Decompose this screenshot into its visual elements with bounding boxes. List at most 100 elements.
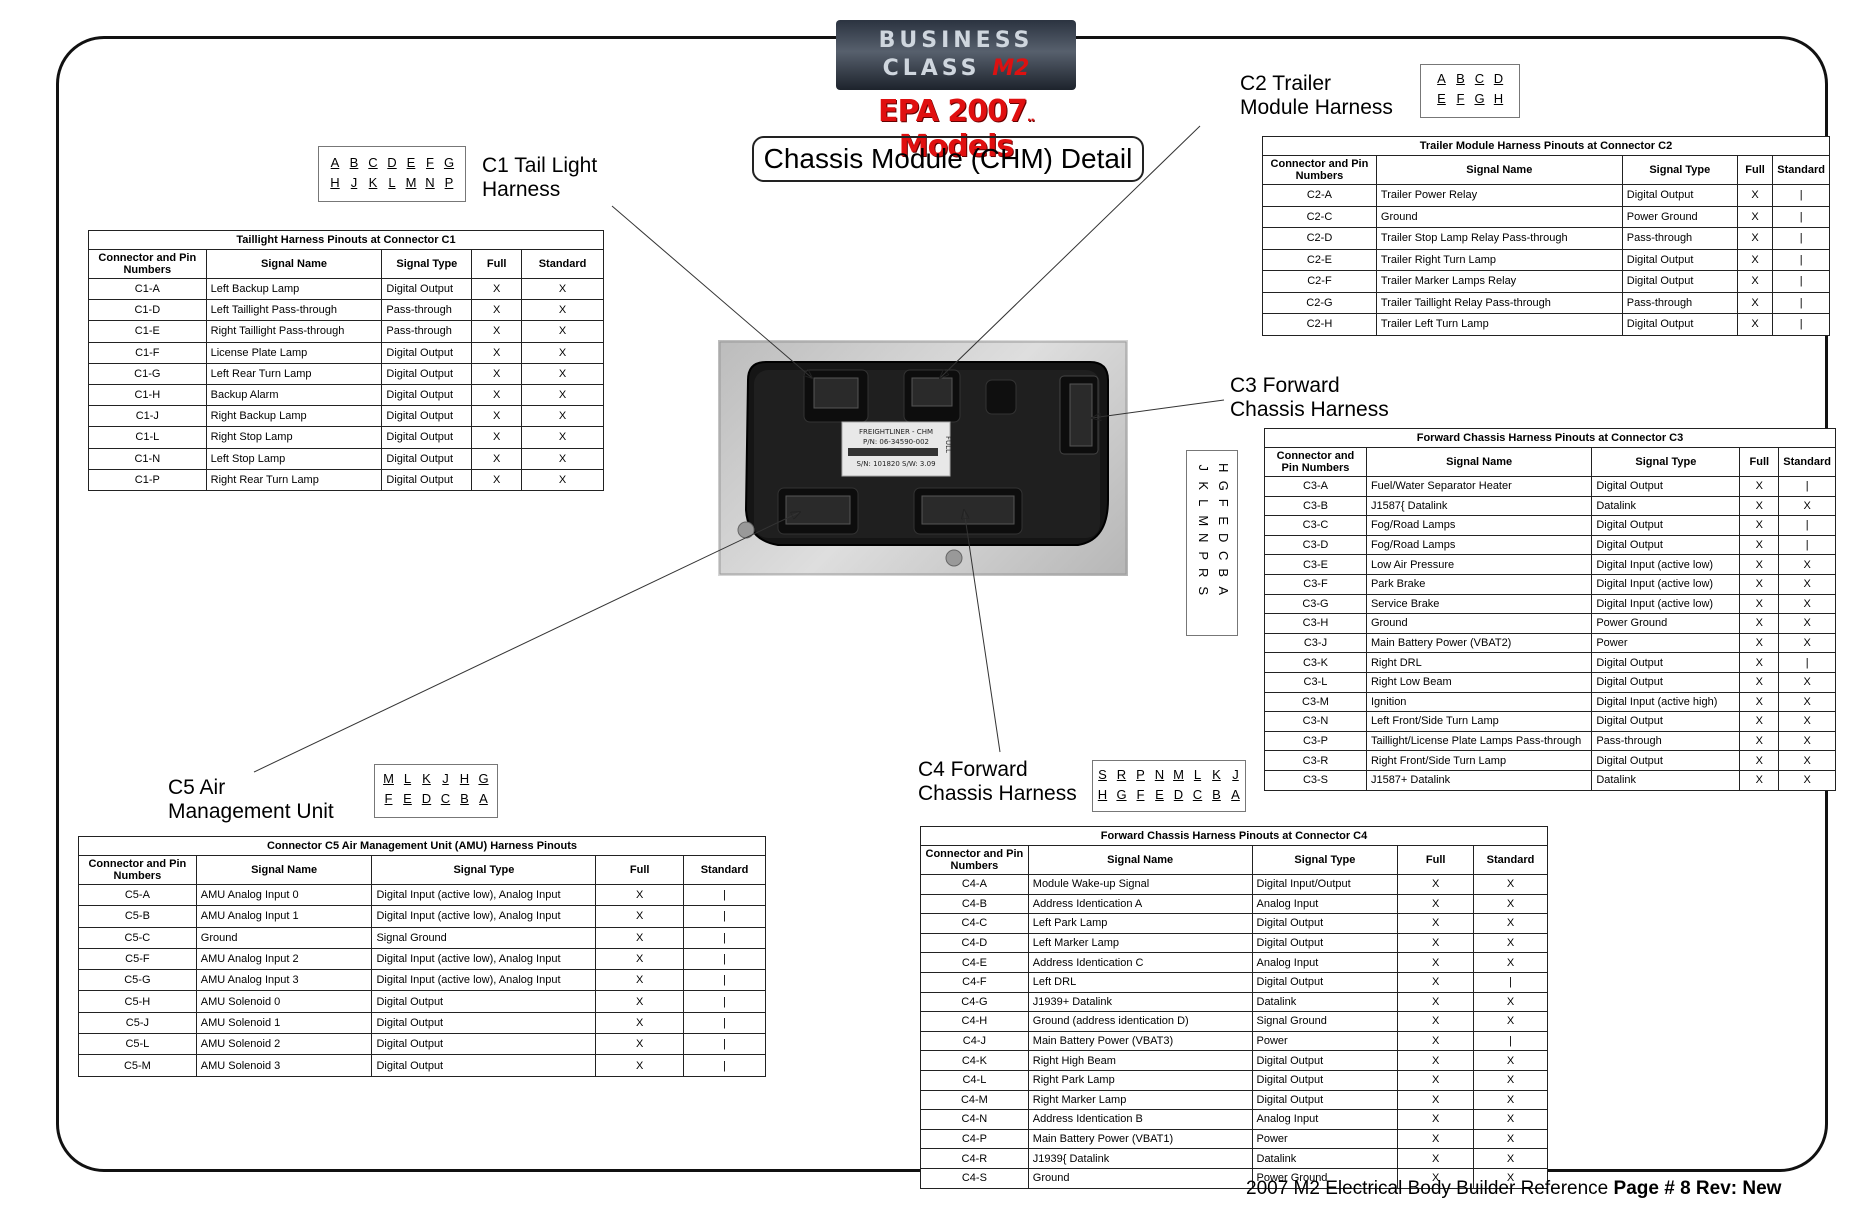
c2-cell: Trailer Stop Lamp Relay Pass-through <box>1375 227 1623 250</box>
c4-cell: C4-H <box>920 1011 1029 1032</box>
c2-cell: C2-F <box>1262 270 1377 293</box>
c2-cell: X <box>1736 184 1774 207</box>
c2-cell: Trailer Taillight Relay Pass-through <box>1375 291 1623 314</box>
c1-cell: C1-P <box>88 468 207 491</box>
c3-cell: | <box>1778 652 1836 673</box>
c3-header-4: Standard <box>1778 447 1836 477</box>
c4-cell: X <box>1397 1089 1475 1111</box>
c1-table-caption: Taillight Harness Pinouts at Connector C… <box>88 230 604 250</box>
c4-cell: Digital Output <box>1251 913 1399 934</box>
c1-cell: C1-G <box>88 362 207 385</box>
c2-cell: | <box>1772 184 1830 207</box>
c5-cell: X <box>595 926 685 949</box>
c3-cell: X <box>1778 573 1836 595</box>
c1-header-0: Connector and Pin Numbers <box>88 249 207 279</box>
c2-cell: | <box>1772 291 1830 314</box>
c4-cell: Digital Input/Output <box>1251 874 1399 895</box>
c3-cell: X <box>1778 750 1836 771</box>
c4-cell: Digital Output <box>1251 1069 1399 1091</box>
c4-header-3: Full <box>1397 845 1475 875</box>
c3-cell: C3-R <box>1264 750 1367 771</box>
c4-cell: Datalink <box>1251 1148 1399 1169</box>
c2-cell: Trailer Right Turn Lamp <box>1375 248 1623 271</box>
c4-cell: C4-F <box>920 971 1029 993</box>
c2-cell: Power Ground <box>1621 205 1738 228</box>
c2-header-0: Connector and Pin Numbers <box>1262 155 1377 185</box>
c4-cell: X <box>1397 1050 1475 1071</box>
c4-cell: Right Marker Lamp <box>1027 1089 1253 1111</box>
c3-cell: Digital Input (active low) <box>1591 573 1741 595</box>
c5-cell: | <box>683 1054 766 1077</box>
c5-cell: AMU Analog Input 1 <box>195 905 373 928</box>
c2-pinout-table: Trailer Module Harness Pinouts at Connec… <box>1262 136 1830 336</box>
c4-cell: X <box>1397 1148 1475 1169</box>
page-title: Chassis Module (CHM) Detail <box>752 136 1144 182</box>
c3-cell: Park Brake <box>1365 573 1593 595</box>
c2-cell: | <box>1772 205 1830 228</box>
c5-cell: C5-H <box>78 990 197 1013</box>
c3-cell: Digital Output <box>1591 534 1741 556</box>
c4-cell: Power Ground <box>1251 1167 1399 1189</box>
c1-cell: X <box>521 341 604 364</box>
c3-cell: X <box>1778 593 1836 615</box>
c1-cell: X <box>471 383 523 407</box>
c4-header-4: Standard <box>1473 845 1548 875</box>
c4-cell: Analog Input <box>1251 952 1399 973</box>
c4-cell: X <box>1473 893 1548 915</box>
c2-cell: Digital Output <box>1621 248 1738 271</box>
c5-cell: C5-C <box>78 926 197 949</box>
c4-cell: Address Identication A <box>1027 893 1253 915</box>
c5-cell: Signal Ground <box>371 926 597 949</box>
c1-cell: Digital Output <box>381 383 473 407</box>
c5-table-caption: Connector C5 Air Management Unit (AMU) H… <box>78 836 766 856</box>
c5-cell: AMU Analog Input 3 <box>195 969 373 992</box>
c4-cell: Right Park Lamp <box>1027 1069 1253 1091</box>
c2-header-3: Full <box>1736 155 1774 185</box>
c4-cell: C4-E <box>920 952 1029 973</box>
c5-cell: | <box>683 990 766 1013</box>
c5-cell: X <box>595 905 685 928</box>
c3-cell: J1587+ Datalink <box>1365 769 1593 791</box>
c4-cell: C4-B <box>920 893 1029 915</box>
c3-cell: X <box>1778 769 1836 791</box>
c5-cell: AMU Solenoid 0 <box>195 990 373 1013</box>
c3-cell: Service Brake <box>1365 593 1593 615</box>
c4-cell: Digital Output <box>1251 932 1399 954</box>
c4-cell: X <box>1397 874 1475 895</box>
c5-cell: C5-J <box>78 1011 197 1035</box>
c3-cell: Digital Input (active low) <box>1591 593 1741 615</box>
c3-header-0: Connector and Pin Numbers <box>1264 447 1367 477</box>
c3-cell: Ignition <box>1365 691 1593 713</box>
c5-cell: X <box>595 990 685 1013</box>
c1-cell: X <box>471 277 523 301</box>
c4-cell: Power <box>1251 1030 1399 1052</box>
c3-cell: Taillight/License Plate Lamps Pass-throu… <box>1365 730 1593 752</box>
c5-cell: X <box>595 969 685 992</box>
module-label-side: FULL <box>944 436 952 453</box>
c3-cell: Ground <box>1365 613 1593 634</box>
c4-cell: | <box>1473 971 1548 993</box>
c3-cell: Power <box>1591 632 1741 654</box>
c5-cell: Digital Input (active low), Analog Input <box>371 947 597 971</box>
c2-cell: | <box>1772 227 1830 250</box>
c1-cell: X <box>471 405 523 428</box>
c5-cell: C5-B <box>78 905 197 928</box>
c1-cell: Left Backup Lamp <box>205 277 383 301</box>
c3-cell: Right Low Beam <box>1365 671 1593 693</box>
c1-cell: Backup Alarm <box>205 383 383 407</box>
